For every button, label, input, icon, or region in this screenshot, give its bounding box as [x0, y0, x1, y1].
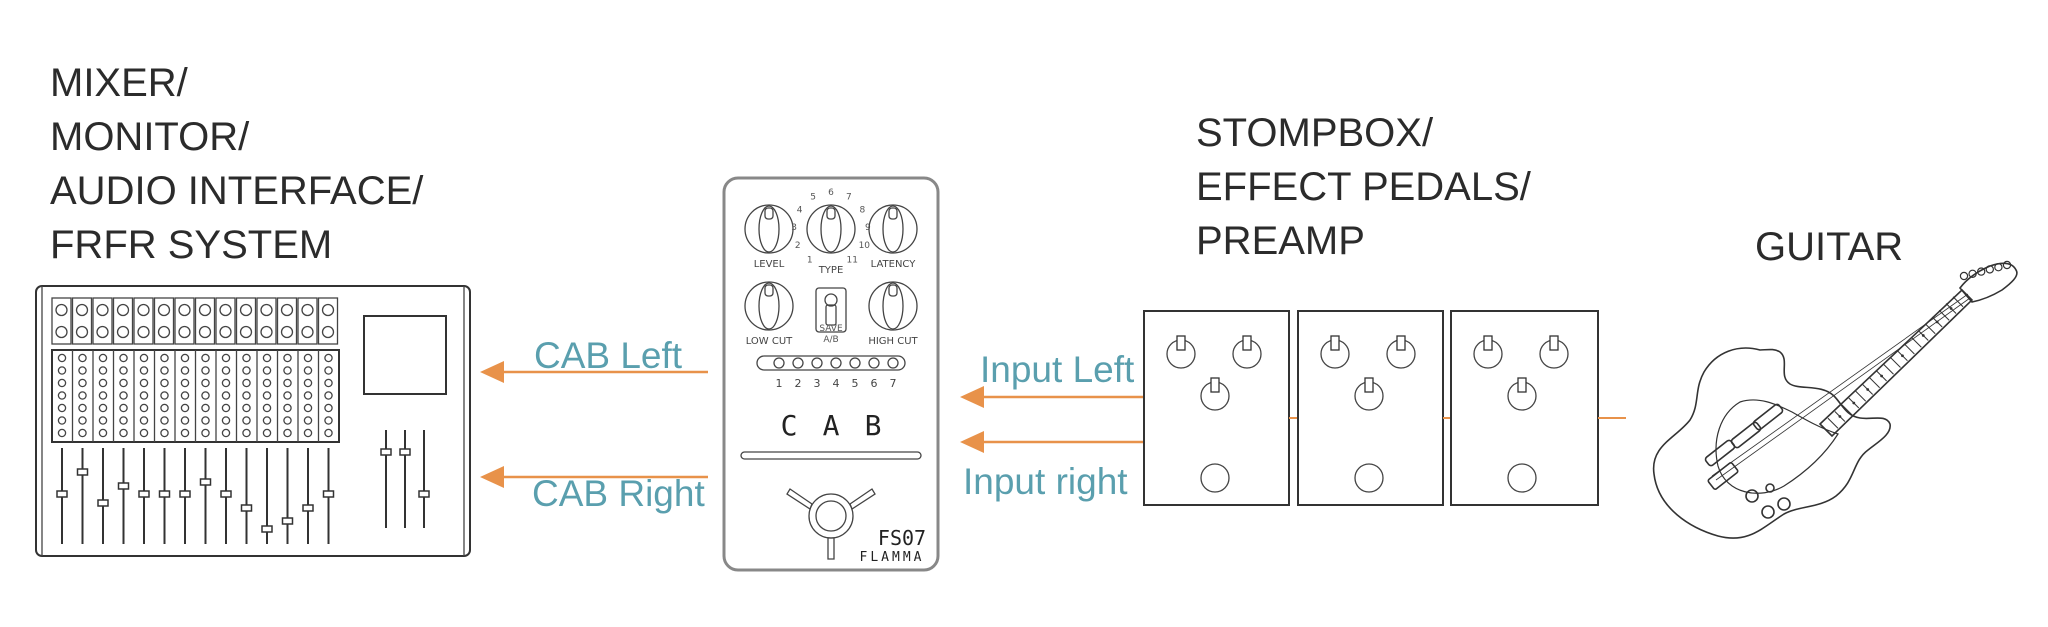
type-knob-icon	[806, 204, 856, 254]
slot-led	[830, 357, 842, 369]
mixer-label-line-4: FRFR SYSTEM	[50, 223, 332, 267]
type-dial-number: 7	[846, 193, 852, 203]
slot-led	[849, 357, 861, 369]
slot-number: 2	[795, 377, 802, 390]
latency-knob-label: LATENCY	[871, 259, 917, 270]
level-knob-label: LEVEL	[754, 259, 785, 270]
slot-number: 1	[776, 377, 783, 390]
type-dial-number: 1	[807, 255, 813, 265]
switch-label-ab: A/B	[823, 335, 838, 345]
slot-number: 4	[833, 377, 840, 390]
slot-led-bar	[756, 355, 906, 371]
input-left-arrow	[960, 386, 1144, 408]
guitar-label: GUITAR	[1755, 225, 1903, 269]
input-left-label: Input Left	[980, 349, 1135, 390]
slot-led	[773, 357, 785, 369]
type-dial-number: 3	[791, 223, 797, 233]
cab-letter-a: A	[823, 409, 840, 442]
type-dial-number: 8	[860, 205, 866, 215]
type-dial-number: 11	[846, 255, 857, 265]
type-dial-number: 9	[865, 223, 871, 233]
low-cut-knob-label: LOW CUT	[746, 336, 793, 347]
cab-right-label: CAB Right	[532, 473, 705, 514]
latency-knob-icon	[868, 204, 918, 254]
cab-left-arrow	[480, 361, 708, 383]
toggle-switch-icon	[815, 287, 847, 333]
pedal-model-logo: FS07	[878, 526, 926, 550]
type-dial-number: 5	[810, 193, 816, 203]
slot-led	[811, 357, 823, 369]
pedal-brand-logo: FLAMMA	[860, 550, 925, 565]
cab-right-arrow	[480, 466, 708, 488]
slot-number: 7	[890, 377, 897, 390]
slot-number: 5	[852, 377, 859, 390]
effect-pedals-icon	[1143, 310, 1599, 506]
slot-led	[887, 357, 899, 369]
type-dial-number: 4	[797, 205, 803, 215]
pedal-slider-bar	[740, 451, 922, 460]
slot-number: 3	[814, 377, 821, 390]
input-right-arrow	[960, 431, 1144, 453]
type-dial-number: 6	[828, 188, 834, 198]
stompbox-label-line-1: STOMPBOX/	[1196, 111, 1434, 155]
mixer-console-icon	[35, 285, 471, 557]
switch-label-save: SAVE	[819, 324, 843, 334]
slot-led	[868, 357, 880, 369]
level-knob-icon	[744, 204, 794, 254]
stompbox-label-line-2: EFFECT PEDALS/	[1196, 165, 1532, 209]
low-cut-knob-icon	[744, 281, 794, 331]
type-dial-number: 2	[795, 241, 801, 251]
electric-guitar-icon	[1652, 260, 2018, 539]
cab-left-label: CAB Left	[534, 335, 683, 376]
high-cut-knob-label: HIGH CUT	[868, 336, 918, 347]
footswitch-icon	[786, 488, 876, 560]
high-cut-knob-icon	[868, 281, 918, 331]
type-knob-label: TYPE	[818, 265, 844, 276]
slot-led	[792, 357, 804, 369]
stompbox-label-line-3: PREAMP	[1196, 219, 1365, 263]
type-dial-number: 10	[859, 241, 871, 251]
mixer-label-line-1: MIXER/	[50, 61, 189, 105]
cab-letter-c: C	[781, 409, 798, 442]
mixer-label-line-3: AUDIO INTERFACE/	[50, 169, 424, 213]
mixer-label-line-2: MONITOR/	[50, 115, 250, 159]
slot-number: 6	[871, 377, 878, 390]
input-right-label: Input right	[963, 461, 1128, 502]
cab-letter-b: B	[865, 409, 882, 442]
